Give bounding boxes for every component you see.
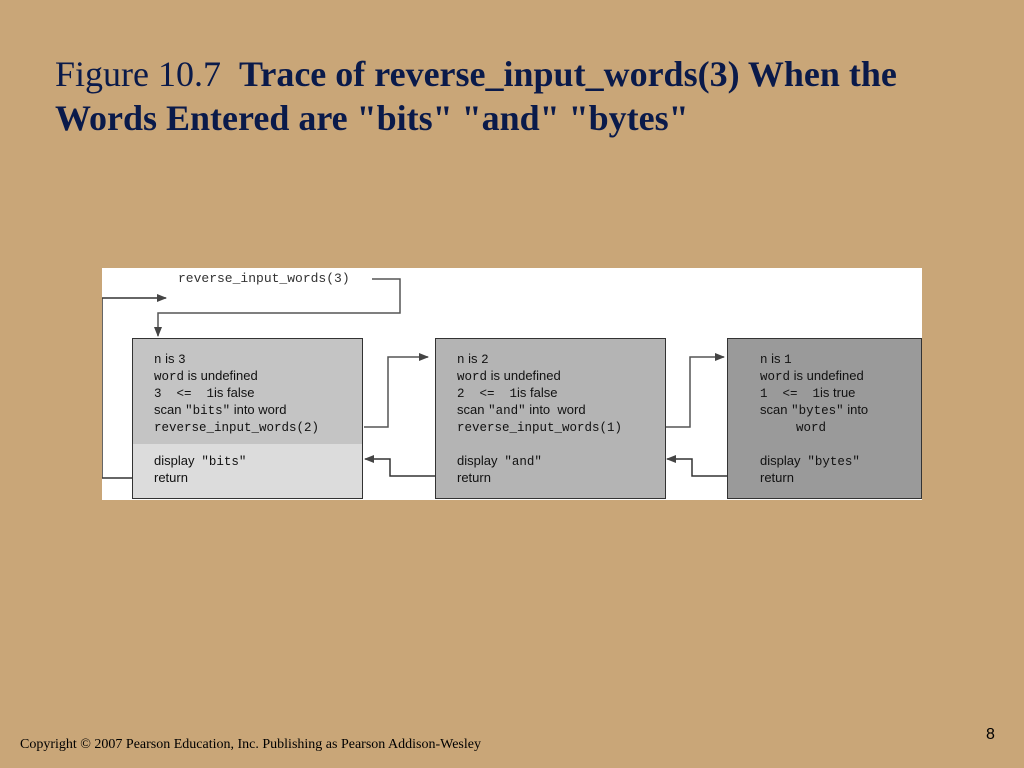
- activation-frame-n2: n is 2 word is undefined 2 <= 1is false …: [435, 338, 666, 499]
- frame-return-section: display "bits" return: [133, 444, 362, 498]
- return-arrow-final: [102, 294, 167, 479]
- frame-return-section: display "bytes" return: [760, 453, 860, 485]
- arrow-layer: [102, 278, 727, 479]
- frame-body: n is 2 word is undefined 2 <= 1is false …: [457, 351, 623, 435]
- recursive-call: reverse_input_words(2): [154, 421, 320, 435]
- recursive-call: reverse_input_words(1): [457, 421, 623, 435]
- call-arrow-2: [364, 353, 429, 428]
- page-number: 8: [986, 726, 995, 743]
- copyright-notice: Copyright © 2007 Pearson Education, Inc.…: [20, 737, 481, 752]
- frame-body: n is 3 word is undefined 3 <= 1is false …: [133, 339, 362, 444]
- activation-frame-n3: n is 3 word is undefined 3 <= 1is false …: [132, 338, 363, 499]
- return-arrow-2: [364, 455, 435, 477]
- frame-body: n is 1 word is undefined 1 <= 1is true s…: [760, 351, 869, 435]
- slide-title: Figure 10.7 Trace of reverse_input_words…: [55, 52, 955, 140]
- activation-frame-n1: n is 1 word is undefined 1 <= 1is true s…: [727, 338, 922, 499]
- return-arrow-1: [666, 455, 727, 477]
- figure-caption: Trace of reverse_input_words(3) When the…: [55, 54, 897, 138]
- figure-label: Figure 10.7: [55, 54, 221, 94]
- call-arrow-initial: [154, 278, 401, 337]
- initial-call-label: reverse_input_words(3): [178, 271, 350, 286]
- frame-return-section: display "and" return: [457, 453, 542, 485]
- recursion-trace-diagram: reverse_input_words(3) n is 3 word is un…: [102, 268, 922, 500]
- call-arrow-1: [666, 353, 725, 428]
